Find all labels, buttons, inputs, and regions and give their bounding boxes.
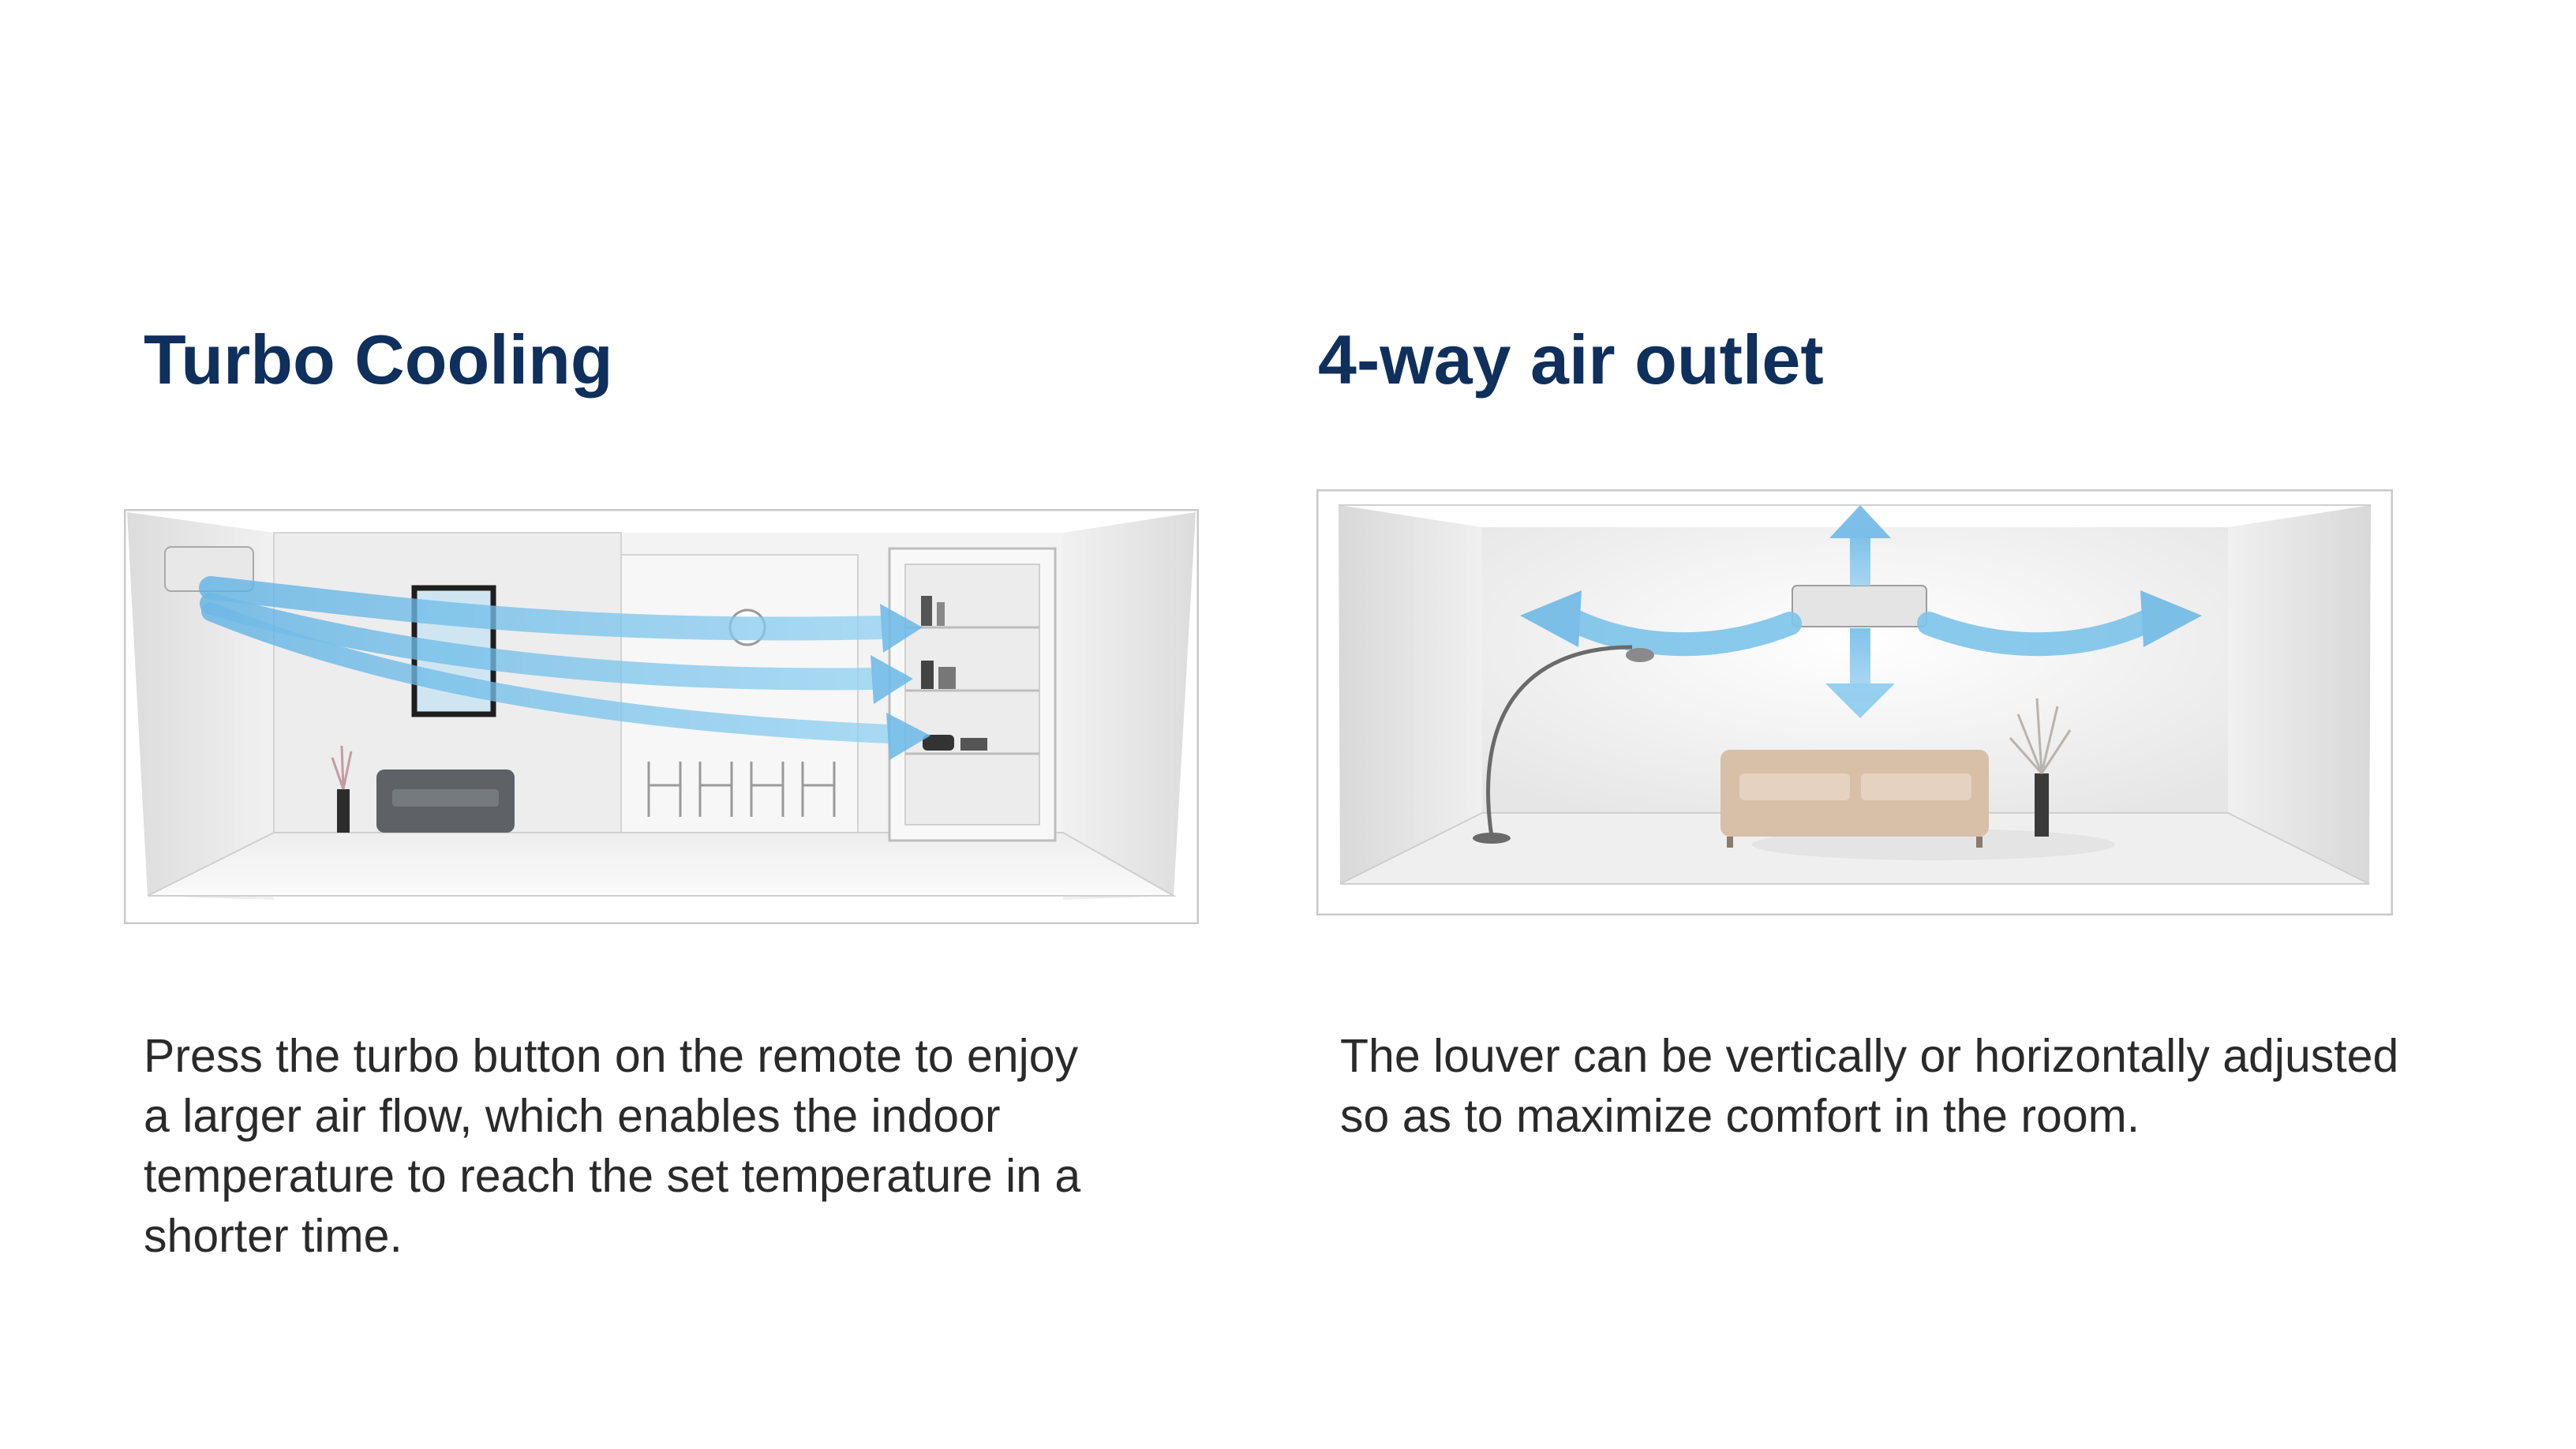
description-line: a larger air flow, which enables the ind… xyxy=(144,1090,1001,1142)
turbo-cooling-title: Turbo Cooling xyxy=(144,320,613,399)
right-wall xyxy=(2228,505,2371,884)
turbo-cooling-illustration xyxy=(124,509,1199,924)
ac-unit xyxy=(1792,585,1927,627)
description-line: temperature to reach the set temperature… xyxy=(144,1150,1081,1202)
floor xyxy=(147,832,1177,897)
description-line: The louver can be vertically or horizont… xyxy=(1340,1030,2399,1082)
description-line: Press the turbo button on the remote to … xyxy=(144,1030,1079,1082)
turbo-cooling-description: Press the turbo button on the remote to … xyxy=(144,1026,1217,1266)
airflow-arrows xyxy=(199,576,930,760)
airflow-arrows xyxy=(1520,505,2202,718)
sofa xyxy=(1720,750,2115,860)
right-wall xyxy=(1063,512,1196,900)
left-wall xyxy=(1339,505,1482,884)
description-line: so as to maximize comfort in the room. xyxy=(1340,1090,2140,1142)
four-way-air-outlet-description: The louver can be vertically or horizont… xyxy=(1340,1026,2484,1146)
four-way-air-outlet-illustration xyxy=(1316,489,2393,915)
vase xyxy=(337,789,350,833)
four-way-air-outlet-title: 4-way air outlet xyxy=(1318,320,1824,399)
chairs xyxy=(647,762,836,817)
description-line: shorter time. xyxy=(144,1210,402,1262)
vase xyxy=(2009,698,2072,837)
floor-lamp xyxy=(1473,645,1654,844)
